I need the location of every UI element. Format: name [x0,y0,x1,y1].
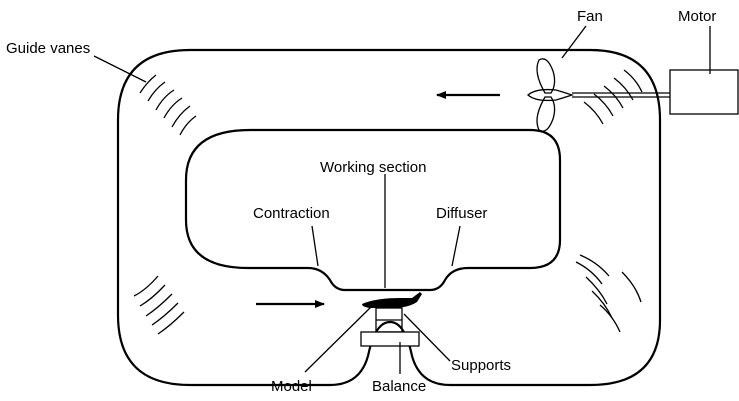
guide-vanes-bottom-left [133,275,185,335]
guide-vanes-top-right [583,69,643,125]
balance-box [360,331,420,347]
leader-fan [561,25,587,59]
label-fan: Fan [577,8,603,25]
fan-icon [527,58,575,132]
guide-vanes-top-left [139,74,197,136]
leader-guide-vanes [93,55,147,83]
label-motor: Motor [678,8,716,25]
label-diffuser: Diffuser [436,205,487,222]
inner-tunnel-wall [184,128,562,292]
label-contraction: Contraction [253,205,330,222]
model-aircraft-icon [362,292,422,308]
label-guide-vanes: Guide vanes [6,40,90,57]
label-model: Model [271,378,312,395]
outer-tunnel-wall [116,48,662,387]
guide-vanes-bottom-right [575,254,642,333]
motor-box [669,69,739,115]
label-supports: Supports [451,357,511,374]
leader-contraction [311,225,319,267]
leader-supports [403,313,451,362]
leader-model [304,305,373,373]
label-balance: Balance [372,378,426,395]
leader-diffuser [451,225,461,267]
label-working-section: Working section [320,159,426,176]
